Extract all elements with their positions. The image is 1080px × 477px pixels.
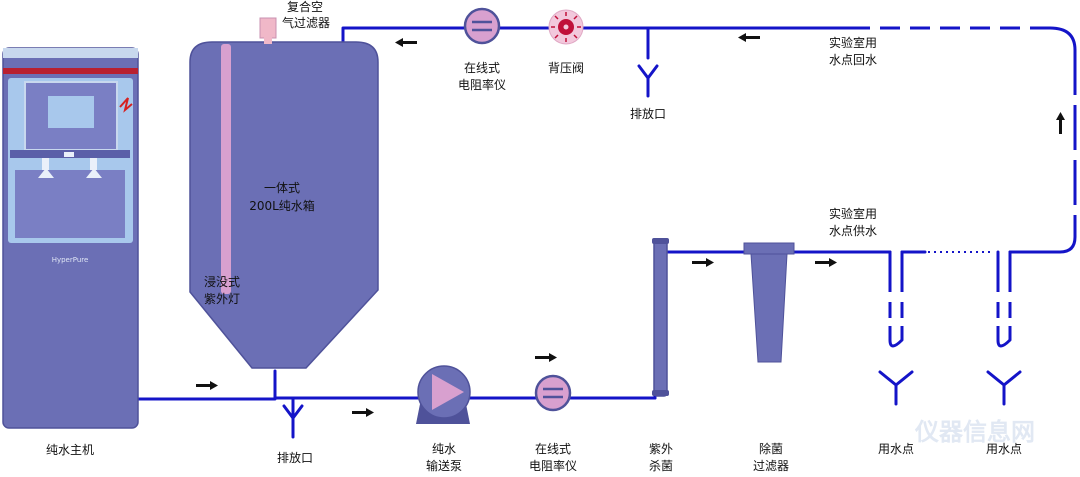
uv-lamp [221, 44, 231, 294]
resistivity-meter-top [463, 7, 501, 45]
flow-arrow-icon [738, 33, 760, 42]
transfer-pump [416, 365, 471, 424]
sterile-filter [743, 242, 795, 363]
uv-lamp-label-line2: 紫外灯 [204, 292, 240, 306]
pump-label-line1: 纯水 [432, 442, 456, 456]
main-unit-brand: HyperPure [52, 256, 89, 264]
pipe-dash-gaps [870, 25, 1078, 326]
flow-arrow-icon [395, 38, 417, 47]
pump-label-line2: 输送泵 [426, 458, 462, 473]
return-drain-label: 排放口 [630, 106, 666, 121]
uv-sterilizer [652, 238, 669, 397]
pipe-branch-2 [996, 250, 1012, 348]
tank-label-line2: 200L纯水箱 [249, 198, 315, 213]
main-unit-label: 纯水主机 [46, 443, 94, 457]
flow-arrow-icon [815, 258, 837, 267]
flow-arrow-icon [196, 381, 218, 390]
main-unit-logo-icon [119, 97, 133, 113]
drain-outlet-icon [282, 404, 304, 439]
drain-label: 排放口 [277, 450, 313, 465]
pump-arrow-icon [432, 374, 464, 410]
dispense-nozzle-icon [42, 158, 49, 170]
resistivity-top-label-line2: 电阻率仪 [458, 77, 506, 92]
back-pressure-valve-label: 背压阀 [548, 61, 584, 75]
point-of-use-2-icon [986, 370, 1022, 406]
flow-arrow-icon [692, 258, 714, 267]
resistivity-bottom-label-line2: 电阻率仪 [529, 458, 577, 473]
drain-outlets [282, 64, 1022, 439]
air-filter [259, 17, 277, 39]
supply-label-line2: 水点供水 [829, 224, 877, 238]
tank-label-line1: 一体式 [264, 181, 300, 195]
uv-sterilizer-label-line2: 杀菌 [649, 458, 673, 473]
return-drain-outlet-icon [637, 64, 659, 98]
back-pressure-valve [548, 9, 584, 45]
return-label-line1: 实验室用 [829, 35, 877, 50]
point-of-use-1-icon [878, 370, 914, 406]
pipe-return-to-tank [341, 26, 652, 47]
air-filter-label-line2: 气过滤器 [282, 15, 330, 30]
pipe-branch-1 [888, 250, 904, 348]
flow-arrow-icon [1056, 112, 1065, 134]
sterile-filter-label-line2: 过滤器 [753, 459, 789, 473]
dispense-nozzle-icon [90, 158, 97, 170]
flow-arrows [196, 33, 1065, 417]
air-filter-label-line1: 复合空 [287, 0, 323, 14]
uv-sterilizer-label-line1: 紫外 [649, 442, 673, 456]
point-of-use-2-label: 用水点 [986, 442, 1022, 456]
sterile-filter-label-line1: 除菌 [759, 441, 783, 456]
resistivity-bottom-label-line1: 在线式 [535, 442, 571, 456]
supply-label-line1: 实验室用 [829, 206, 877, 221]
flow-arrow-icon [352, 408, 374, 417]
resistivity-top-label-line1: 在线式 [464, 61, 500, 75]
return-label-line2: 水点回水 [829, 53, 877, 67]
point-of-use-1-label: 用水点 [878, 442, 914, 456]
pipe-return-loop [648, 26, 1077, 254]
main-unit: HyperPure [2, 47, 139, 429]
pure-water-tank [189, 17, 379, 369]
resistivity-meter-bottom [534, 374, 572, 412]
flow-arrow-icon [535, 353, 557, 362]
uv-lamp-label-line1: 浸没式 [204, 274, 240, 289]
main-unit-screen [48, 96, 94, 128]
watermark: 仪器信息网 [914, 418, 1035, 446]
